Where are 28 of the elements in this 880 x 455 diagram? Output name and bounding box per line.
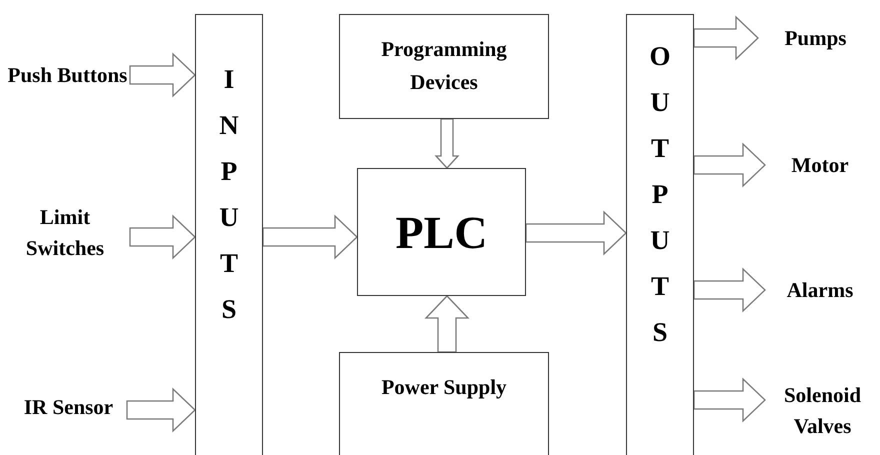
controller-box (357, 168, 526, 296)
label-text: Solenoid Valves (782, 382, 862, 440)
block-arrow (129, 214, 196, 260)
box-label: Programming Devices (380, 36, 508, 96)
block-arrow (424, 295, 470, 353)
label-text: Push Buttons (8, 62, 128, 88)
vertical-block (626, 14, 694, 455)
block-arrow (693, 142, 766, 188)
block-title: OUTPUTS (648, 40, 672, 349)
vertical-block (195, 14, 263, 455)
box-label: PLC (396, 206, 488, 260)
process-box (339, 352, 549, 455)
process-box (339, 14, 549, 119)
block-arrow (129, 52, 196, 98)
block-arrow (262, 214, 358, 260)
block-title: INPUTS (218, 63, 240, 326)
label-text: Limit Switches (24, 204, 106, 262)
box-label: Power Supply (380, 374, 508, 401)
block-arrow (525, 210, 627, 256)
block-arrow (693, 15, 759, 61)
label-text: Alarms (786, 276, 854, 304)
block-arrow (693, 377, 766, 423)
block-arrow (434, 118, 460, 169)
label-text: IR Sensor (24, 394, 114, 420)
label-text: Motor (791, 152, 849, 178)
label-text: Pumps (784, 24, 846, 52)
block-arrow (126, 387, 196, 433)
block-arrow (693, 267, 766, 313)
